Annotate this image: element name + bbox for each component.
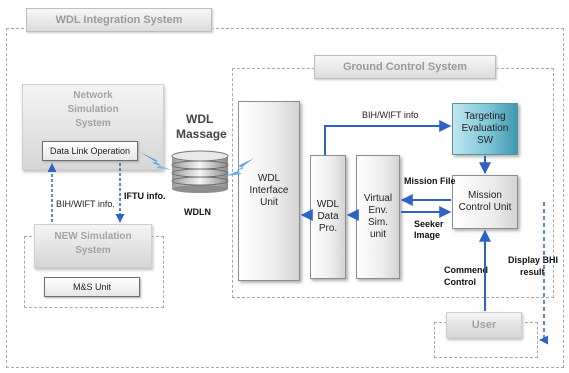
wdl-interface-unit-label: WDL Interface Unit <box>249 173 289 208</box>
bih-wift-info-top-label: BIH/WIFT info <box>362 110 419 120</box>
targeting-evaluation-sw: Targeting Evaluation SW <box>452 103 518 155</box>
virtual-env-sim-label: Virtual Env. Sim. unit <box>363 193 393 240</box>
iftu-info-label: IFTU info. <box>124 191 166 201</box>
massage-label: Massage <box>176 127 227 141</box>
wdl-integration-system-boundary <box>6 28 564 368</box>
left-lightning-icon <box>140 152 172 170</box>
wdl-interface-unit: WDL Interface Unit <box>238 101 300 281</box>
wdl-label: WDL <box>186 112 214 126</box>
control-label: Control <box>444 277 476 287</box>
display-bhi-label: Display BHI <box>508 255 559 265</box>
wdl-network-stack-icon <box>171 150 229 193</box>
mission-control-label: Mission Control Unit <box>458 190 512 213</box>
bih-wift-info-left-label: BIH/WIFT info. <box>56 199 115 209</box>
new-simulation-title: NEW Simulation System <box>54 231 132 256</box>
display-bhi-result-arrow <box>539 202 549 345</box>
ms-unit-box: M&S Unit <box>44 277 140 297</box>
result-label: result <box>520 267 545 277</box>
targeting-evaluation-label: Targeting Evaluation SW <box>461 111 509 146</box>
right-lightning-icon <box>226 158 254 176</box>
mission-control-unit: Mission Control Unit <box>452 175 518 229</box>
wdl-data-proc-label: WDL Data Pro. <box>316 199 340 234</box>
commend-label: Commend <box>444 265 489 275</box>
seeker-label: Seeker <box>414 219 444 229</box>
wdl-data-proc-unit: WDL Data Pro. <box>310 155 346 279</box>
network-simulation-title: Network Simulation System <box>67 90 119 129</box>
bih-wift-top-arrow <box>324 120 452 155</box>
ground-control-title: Ground Control System <box>314 55 496 79</box>
virtual-env-sim-unit: Virtual Env. Sim. unit <box>356 155 400 279</box>
wdln-label: WDLN <box>184 207 211 217</box>
image-label: Image <box>414 230 441 240</box>
user-box: User <box>446 312 522 338</box>
data-link-operation-box: Data Link Operation <box>42 141 138 161</box>
wdl-integration-system-title: WDL Integration System <box>26 8 212 32</box>
mission-file-label: Mission File <box>404 176 456 186</box>
new-simulation-box: NEW Simulation System <box>34 224 152 268</box>
